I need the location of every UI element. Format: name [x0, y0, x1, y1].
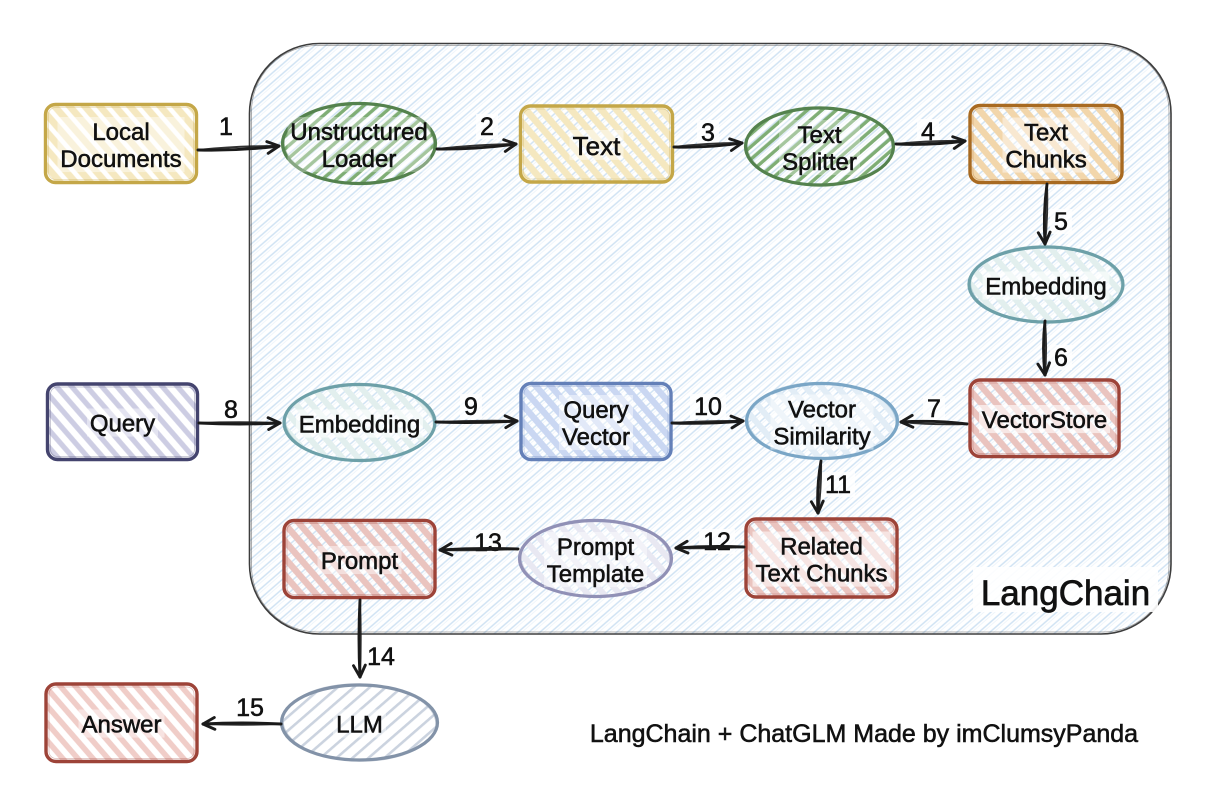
svg-text:Embedding: Embedding	[985, 274, 1106, 301]
svg-text:Unstructured: Unstructured	[290, 119, 427, 146]
svg-text:Splitter: Splitter	[782, 149, 857, 176]
svg-text:Query: Query	[90, 411, 155, 438]
svg-text:7: 7	[927, 395, 941, 423]
svg-text:9: 9	[464, 393, 478, 421]
svg-text:5: 5	[1054, 208, 1068, 236]
svg-text:Local: Local	[92, 119, 149, 146]
svg-text:Embedding: Embedding	[299, 412, 420, 439]
svg-text:11: 11	[825, 471, 851, 499]
svg-text:Chunks: Chunks	[1005, 147, 1086, 174]
svg-text:3: 3	[701, 119, 715, 147]
svg-text:Text Chunks: Text Chunks	[755, 561, 887, 588]
svg-text:Text: Text	[1024, 120, 1068, 147]
svg-text:Text: Text	[573, 131, 621, 161]
svg-text:1: 1	[219, 113, 233, 141]
svg-text:10: 10	[694, 393, 722, 421]
svg-text:Prompt: Prompt	[321, 548, 399, 575]
svg-text:Answer: Answer	[81, 712, 161, 739]
svg-text:Related: Related	[780, 534, 863, 561]
svg-text:Similarity: Similarity	[773, 424, 870, 451]
svg-text:Vector: Vector	[562, 424, 630, 451]
svg-text:Query: Query	[563, 397, 628, 424]
svg-text:15: 15	[236, 694, 264, 722]
svg-text:LLM: LLM	[336, 712, 383, 739]
svg-text:Loader: Loader	[322, 146, 397, 173]
svg-text:6: 6	[1054, 344, 1068, 372]
svg-text:Vector: Vector	[788, 397, 856, 424]
svg-text:2: 2	[480, 113, 494, 141]
svg-text:4: 4	[921, 118, 935, 146]
svg-text:8: 8	[224, 396, 238, 424]
svg-text:Text: Text	[797, 122, 841, 149]
svg-text:14: 14	[367, 643, 395, 671]
svg-text:12: 12	[703, 528, 731, 556]
svg-text:Documents: Documents	[60, 146, 181, 173]
svg-text:LangChain: LangChain	[981, 574, 1150, 613]
svg-text:Template: Template	[547, 561, 644, 588]
svg-text:VectorStore: VectorStore	[982, 407, 1107, 434]
svg-text:Prompt: Prompt	[557, 534, 635, 561]
svg-text:LangChain + ChatGLM Made by im: LangChain + ChatGLM Made by imClumsyPand…	[590, 720, 1138, 748]
svg-text:13: 13	[474, 529, 502, 557]
